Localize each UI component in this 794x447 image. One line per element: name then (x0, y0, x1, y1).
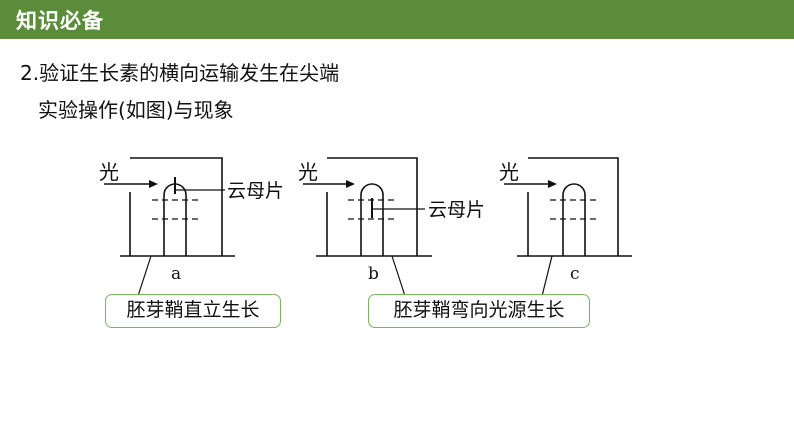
coleoptile-b (360, 183, 384, 256)
setup-label-c: c (570, 264, 580, 284)
setup-a (104, 157, 235, 297)
section-header-title: 知识必备 (16, 9, 104, 33)
box-top-right-c (528, 157, 619, 256)
light-label-c: 光 (499, 160, 519, 184)
section-heading: 2.验证生长素的横向运输发生在尖端 (20, 61, 340, 85)
pointer-b (391, 255, 406, 297)
setup-label-a: a (171, 264, 181, 284)
setup-c (504, 157, 632, 297)
result-box-bend-toward-light: 胚芽鞘弯向光源生长 (368, 294, 590, 328)
light-arrowhead-a (149, 180, 158, 188)
dashed-lines-c (550, 199, 597, 220)
mica-label-a: 云母片 (227, 180, 284, 202)
section-header: 知识必备 (0, 0, 794, 39)
coleoptile-c (562, 183, 586, 256)
light-label-b: 光 (298, 160, 318, 184)
setup-label-b: b (368, 264, 379, 284)
section-subheading: 实验操作(如图)与现象 (38, 98, 234, 122)
box-top-right-a (130, 157, 223, 256)
light-label-a: 光 (99, 160, 119, 184)
light-arrowhead-c (548, 180, 557, 188)
mica-label-b: 云母片 (428, 199, 485, 221)
dashed-lines-a (152, 199, 199, 220)
pointer-c (541, 255, 553, 297)
pointer-a (137, 255, 152, 297)
result-box-upright: 胚芽鞘直立生长 (105, 294, 281, 328)
setup-b (303, 157, 432, 297)
dashed-lines-b (348, 199, 395, 220)
light-arrowhead-b (346, 180, 355, 188)
coleoptile-a (163, 183, 187, 256)
box-top-right-b (327, 157, 418, 256)
